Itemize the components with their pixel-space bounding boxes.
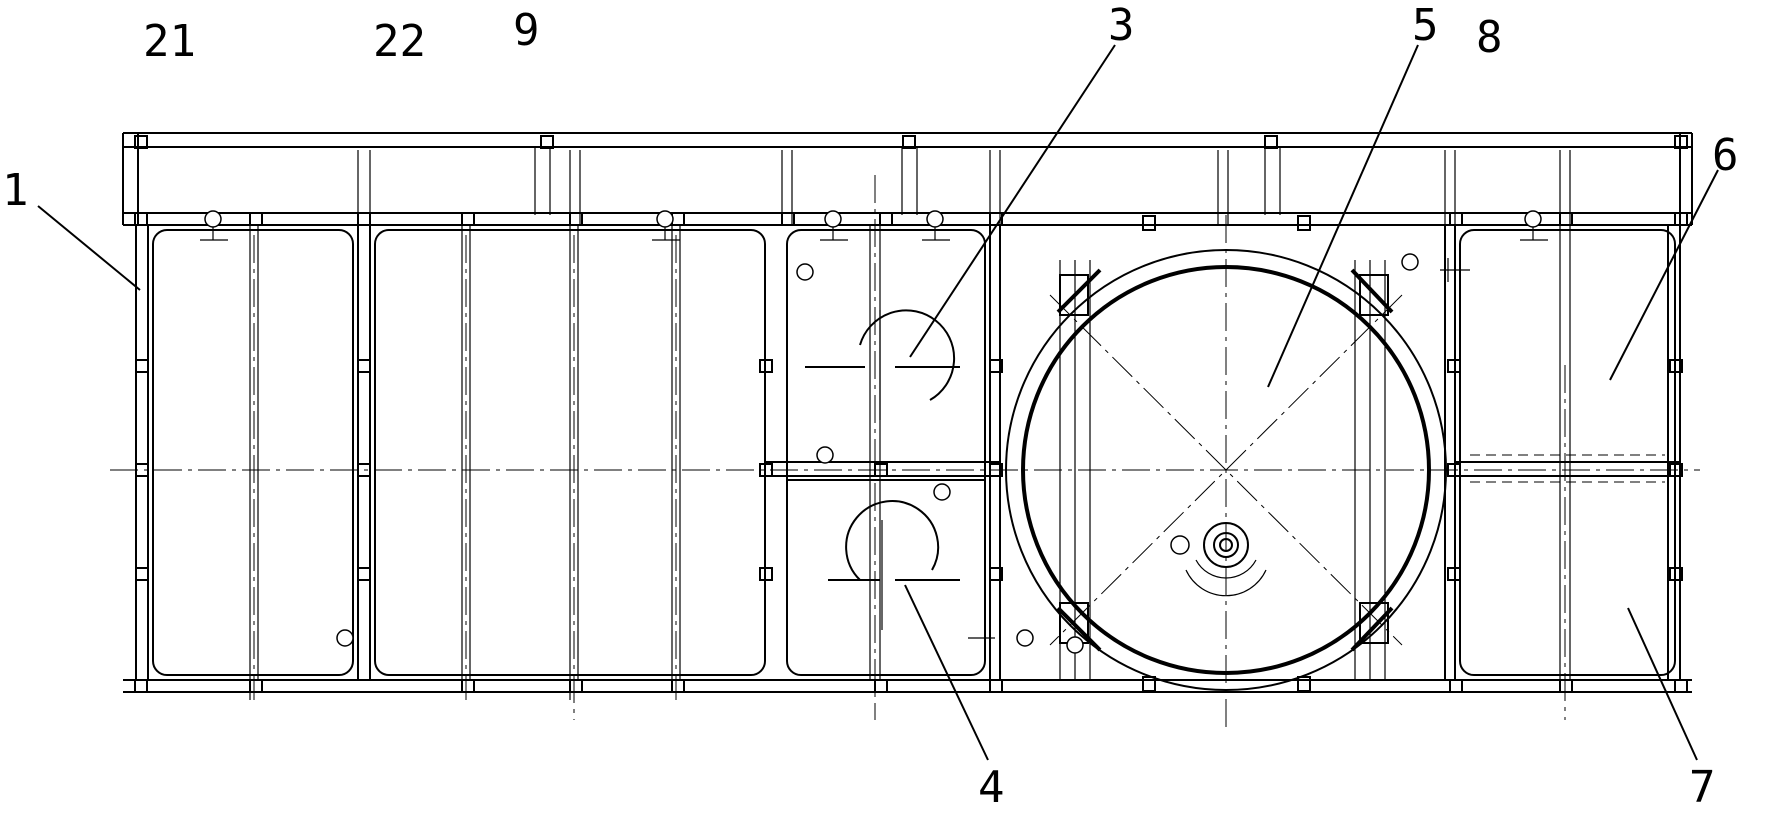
frame-bolts bbox=[134, 135, 1688, 693]
label-21: 21 bbox=[143, 16, 196, 67]
tank-3-4 bbox=[786, 229, 986, 676]
leader-3 bbox=[909, 44, 1116, 358]
leader-1 bbox=[37, 205, 141, 291]
leader-6 bbox=[1609, 169, 1719, 381]
tank-21 bbox=[152, 229, 354, 676]
label-22: 22 bbox=[373, 16, 426, 67]
label-5: 5 bbox=[1412, 0, 1439, 51]
base-frame bbox=[123, 175, 1692, 720]
label-7: 7 bbox=[1689, 762, 1716, 813]
circular-vessel bbox=[1000, 215, 1447, 730]
tank-22 bbox=[374, 229, 766, 676]
pumps bbox=[805, 309, 960, 630]
label-4: 4 bbox=[978, 762, 1005, 813]
leader-4 bbox=[904, 584, 989, 761]
label-8: 8 bbox=[1476, 12, 1503, 63]
tank-6-7 bbox=[1459, 229, 1676, 676]
upper-frame bbox=[122, 132, 1693, 225]
label-6: 6 bbox=[1712, 130, 1739, 181]
label-9: 9 bbox=[513, 5, 540, 56]
labels: 1 21 22 9 3 5 8 6 4 7 bbox=[2, 0, 1739, 813]
tanks bbox=[152, 229, 1676, 676]
label-3: 3 bbox=[1108, 0, 1135, 51]
leader-5 bbox=[1267, 44, 1419, 388]
valves bbox=[200, 210, 1548, 654]
leader-lines bbox=[37, 44, 1719, 761]
label-1: 1 bbox=[2, 165, 29, 216]
leader-7 bbox=[1627, 607, 1698, 761]
